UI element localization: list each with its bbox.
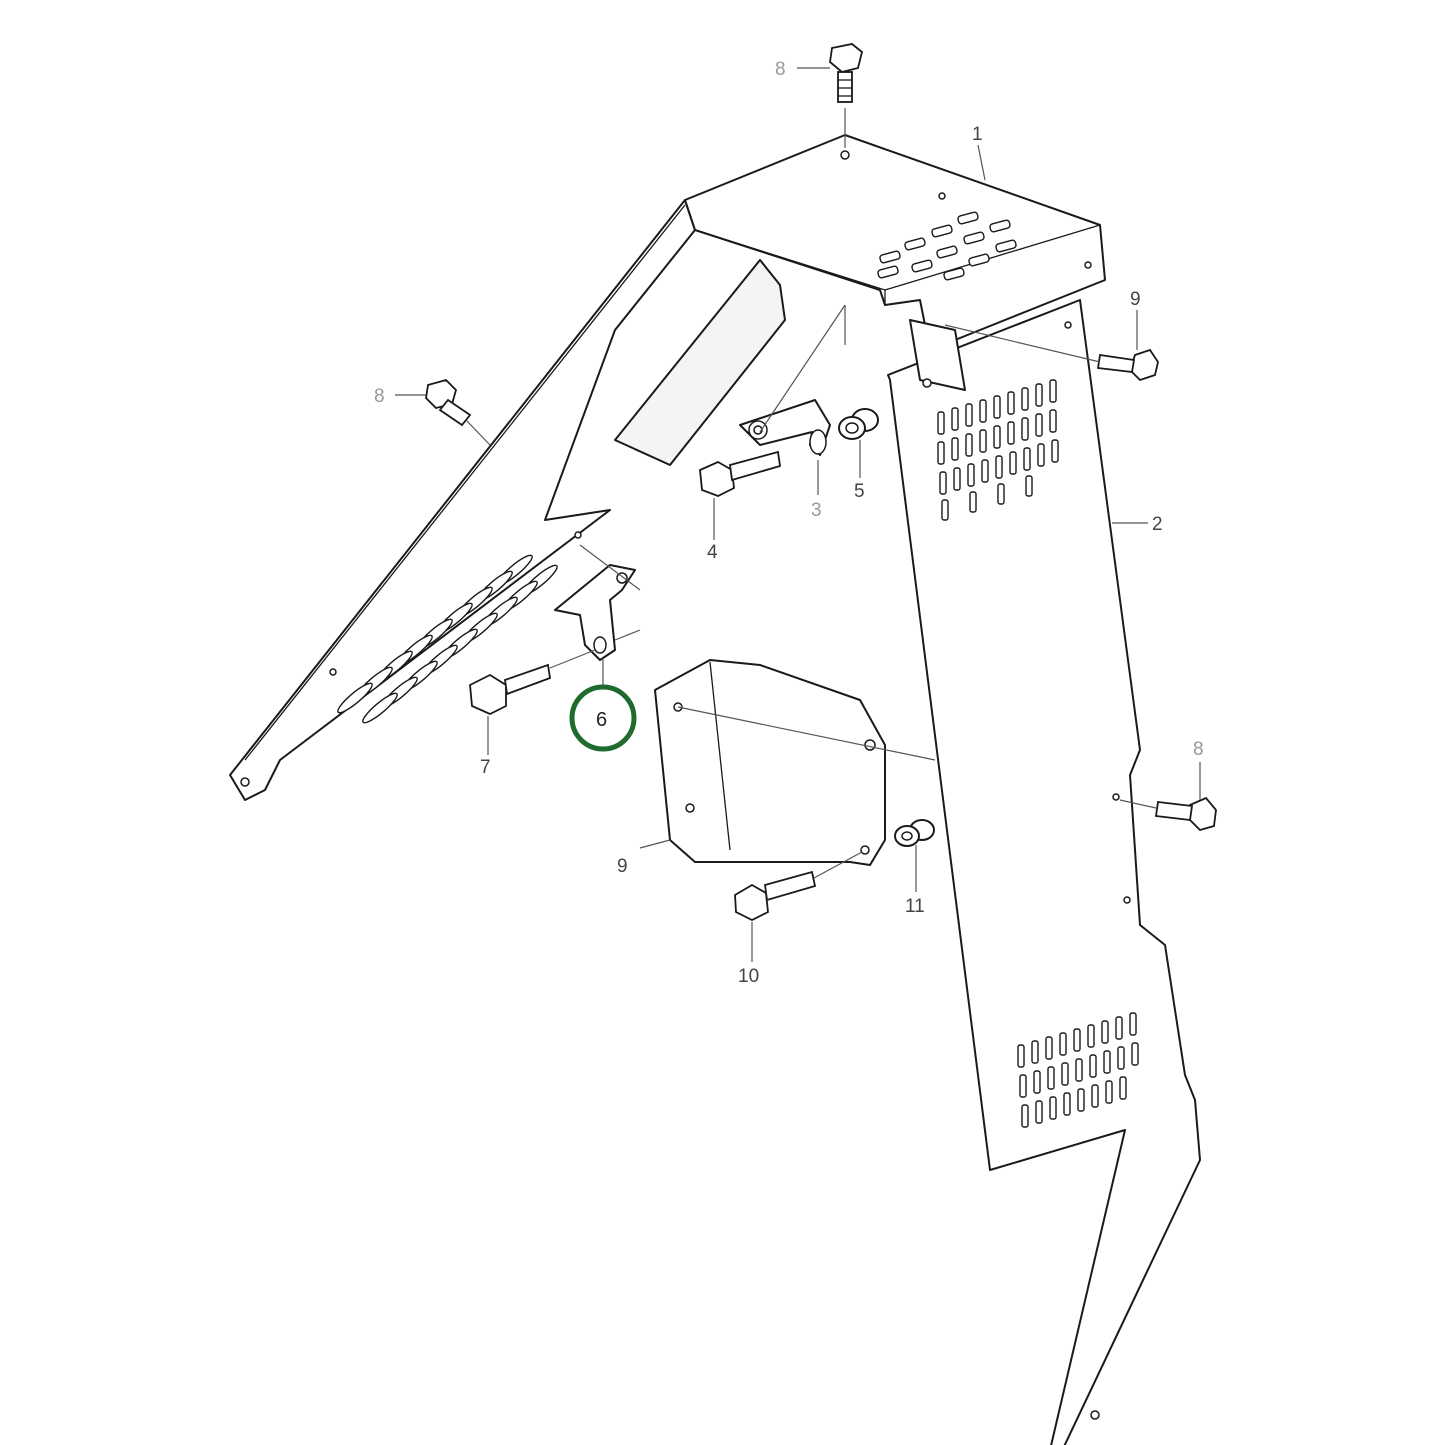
bolt-8-left (425, 378, 472, 427)
bolt-8-top (829, 43, 864, 103)
callout-8-right[interactable]: 8 (1193, 739, 1204, 760)
highlighted-callout-6[interactable]: 6 (569, 684, 637, 752)
part-6-l-bracket (554, 564, 636, 661)
callout-5[interactable]: 5 (854, 481, 865, 502)
callout-11[interactable]: 11 (905, 896, 925, 917)
part-2-side-panel (887, 299, 1201, 1445)
bolt-7 (469, 663, 552, 715)
callout-8-left[interactable]: 8 (374, 386, 385, 407)
callout-2[interactable]: 2 (1152, 514, 1163, 535)
bolt-4 (699, 450, 782, 497)
leader-lines (395, 67, 1201, 962)
side-panel-vent-slots (337, 554, 558, 724)
bolt-9-right (1096, 348, 1159, 382)
callout-7[interactable]: 7 (480, 757, 491, 778)
callout-6[interactable]: 6 (596, 709, 607, 731)
part-9-plate (654, 659, 886, 866)
callout-1[interactable]: 1 (972, 124, 983, 145)
callout-3[interactable]: 3 (811, 500, 822, 521)
lower-vent-array (1017, 1012, 1139, 1128)
callout-9-lower[interactable]: 9 (617, 856, 628, 877)
callout-8-top[interactable]: 8 (775, 59, 786, 80)
part-5-spacer (838, 408, 879, 440)
callout-labels: 8 1 9 8 2 3 5 4 7 8 9 11 10 (374, 59, 1204, 987)
callout-4[interactable]: 4 (707, 542, 718, 563)
upper-vent-array (937, 379, 1059, 521)
bolt-10 (734, 870, 817, 922)
top-plate-vent-slots (877, 211, 1017, 281)
callout-9-top[interactable]: 9 (1130, 289, 1141, 310)
part-11-spacer (894, 819, 935, 847)
bolt-8-right (1154, 796, 1217, 832)
highlight-ring (569, 684, 637, 752)
callout-10[interactable]: 10 (738, 966, 759, 987)
part-1-top-cover (229, 134, 1106, 801)
part-3-bracket (739, 399, 831, 456)
